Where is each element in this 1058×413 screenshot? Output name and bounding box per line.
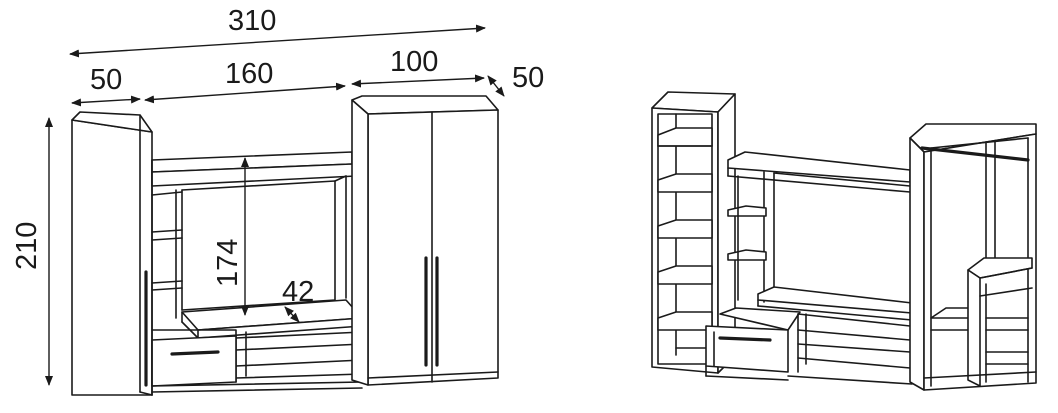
dim-label-middle: 160 <box>225 58 273 90</box>
left-tall-column <box>71 111 153 396</box>
tower-shelves <box>657 127 713 349</box>
dim-label-shelf-depth: 42 <box>282 276 314 308</box>
open-middle-section <box>705 151 913 385</box>
hanging-rail <box>920 146 1030 162</box>
dim-label-wardrobe: 100 <box>390 46 438 78</box>
dim-line-middle <box>144 82 346 104</box>
dim-label-tv-panel: 174 <box>212 239 244 287</box>
dim-line-left-column <box>71 95 141 107</box>
dim-label-depth: 50 <box>512 62 544 94</box>
open-shelf-tower <box>651 91 736 374</box>
dimension-lines <box>45 24 505 386</box>
dim-label-total-width: 310 <box>228 5 276 37</box>
dim-line-wardrobe <box>351 74 485 88</box>
dim-label-left-column: 50 <box>90 64 122 96</box>
middle-tv-section <box>151 151 363 396</box>
dim-line-total-width <box>69 24 486 58</box>
dim-label-height: 210 <box>11 222 43 270</box>
dim-line-shelf-depth <box>284 306 300 323</box>
front-view-with-dimensions: 310 50 160 100 50 210 174 42 <box>11 5 544 396</box>
open-wardrobe <box>909 123 1037 391</box>
wardrobe <box>351 95 499 386</box>
dim-line-depth <box>487 75 505 97</box>
open-interior-view <box>651 91 1037 391</box>
